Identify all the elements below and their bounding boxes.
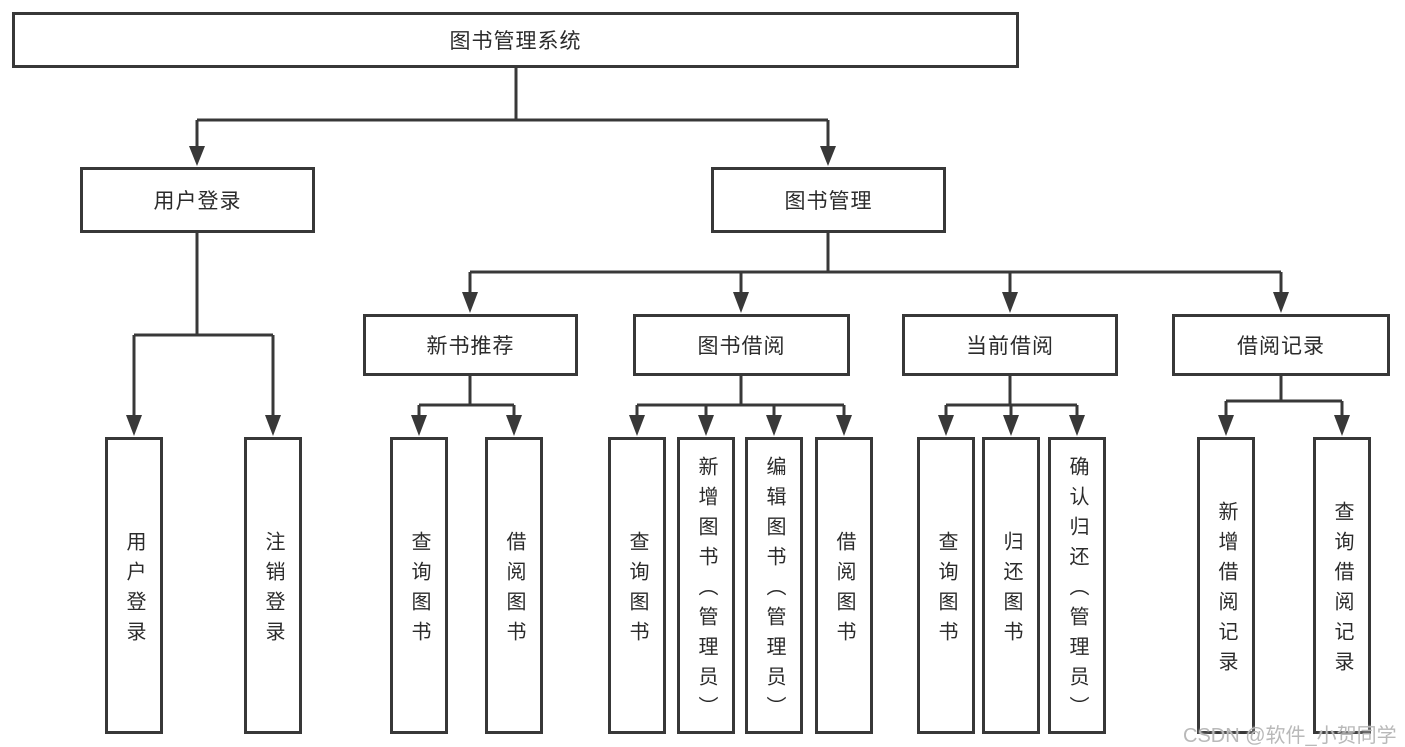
node-label: 借阅图书	[833, 530, 855, 651]
leaf-borrow-query-books: 查询图书	[608, 437, 666, 734]
leaf-logout: 注销登录	[244, 437, 302, 734]
node-current-borrow: 当前借阅	[902, 314, 1118, 376]
node-label: 图书借阅	[697, 335, 786, 358]
leaf-borrow-edit-books-admin: 编辑图书（管理员）	[745, 437, 803, 734]
node-borrow-records: 借阅记录	[1172, 314, 1390, 376]
node-label: 查询图书	[935, 530, 957, 651]
leaf-current-query-books: 查询图书	[917, 437, 975, 734]
connector-book-borrow-children	[629, 376, 852, 436]
node-book-management: 图书管理	[711, 167, 946, 233]
node-label: 用户登录	[153, 190, 242, 213]
connector-new-books-children	[411, 376, 522, 436]
leaf-records-add-record: 新增借阅记录	[1197, 437, 1255, 734]
leaf-newbooks-query-books: 查询图书	[390, 437, 448, 734]
connector-root-to-level2	[189, 68, 836, 166]
node-label: 注销登录	[262, 530, 284, 651]
leaf-borrow-add-books-admin: 新增图书（管理员）	[677, 437, 735, 734]
node-label: 编辑图书（管理员）	[763, 455, 785, 726]
leaf-newbooks-borrow-books: 借阅图书	[485, 437, 543, 734]
connector-user-login-children	[126, 233, 281, 436]
connector-book-mgmt-to-level3	[462, 233, 1289, 313]
leaf-current-return-books: 归还图书	[982, 437, 1040, 734]
node-label: 查询图书	[626, 530, 648, 651]
node-label: 新增图书（管理员）	[695, 455, 717, 726]
node-label: 借阅图书	[503, 530, 525, 651]
node-label: 查询借阅记录	[1331, 500, 1353, 681]
node-label: 新增借阅记录	[1215, 500, 1237, 681]
node-label: 借阅记录	[1237, 335, 1325, 358]
node-user-login: 用户登录	[80, 167, 315, 233]
node-label: 新书推荐	[426, 335, 515, 358]
leaf-borrow-borrow-books: 借阅图书	[815, 437, 873, 734]
node-label: 用户登录	[123, 530, 145, 651]
node-book-borrow: 图书借阅	[633, 314, 850, 376]
node-root-library-system: 图书管理系统	[12, 12, 1019, 68]
node-label: 查询图书	[408, 530, 430, 651]
node-label: 归还图书	[1000, 530, 1022, 651]
node-label: 图书管理	[784, 190, 873, 213]
leaf-user-login: 用户登录	[105, 437, 163, 734]
node-label: 图书管理系统	[449, 30, 582, 53]
csdn-watermark: CSDN @软件_小贺同学	[1183, 725, 1397, 747]
leaf-records-query-record: 查询借阅记录	[1313, 437, 1371, 734]
connector-borrow-records-children	[1218, 376, 1350, 436]
connector-current-borrow-children	[938, 376, 1085, 436]
node-new-book-recommend: 新书推荐	[363, 314, 578, 376]
leaf-current-confirm-return-admin: 确认归还（管理员）	[1048, 437, 1106, 734]
node-label: 确认归还（管理员）	[1066, 455, 1088, 726]
node-label: 当前借阅	[966, 335, 1054, 358]
